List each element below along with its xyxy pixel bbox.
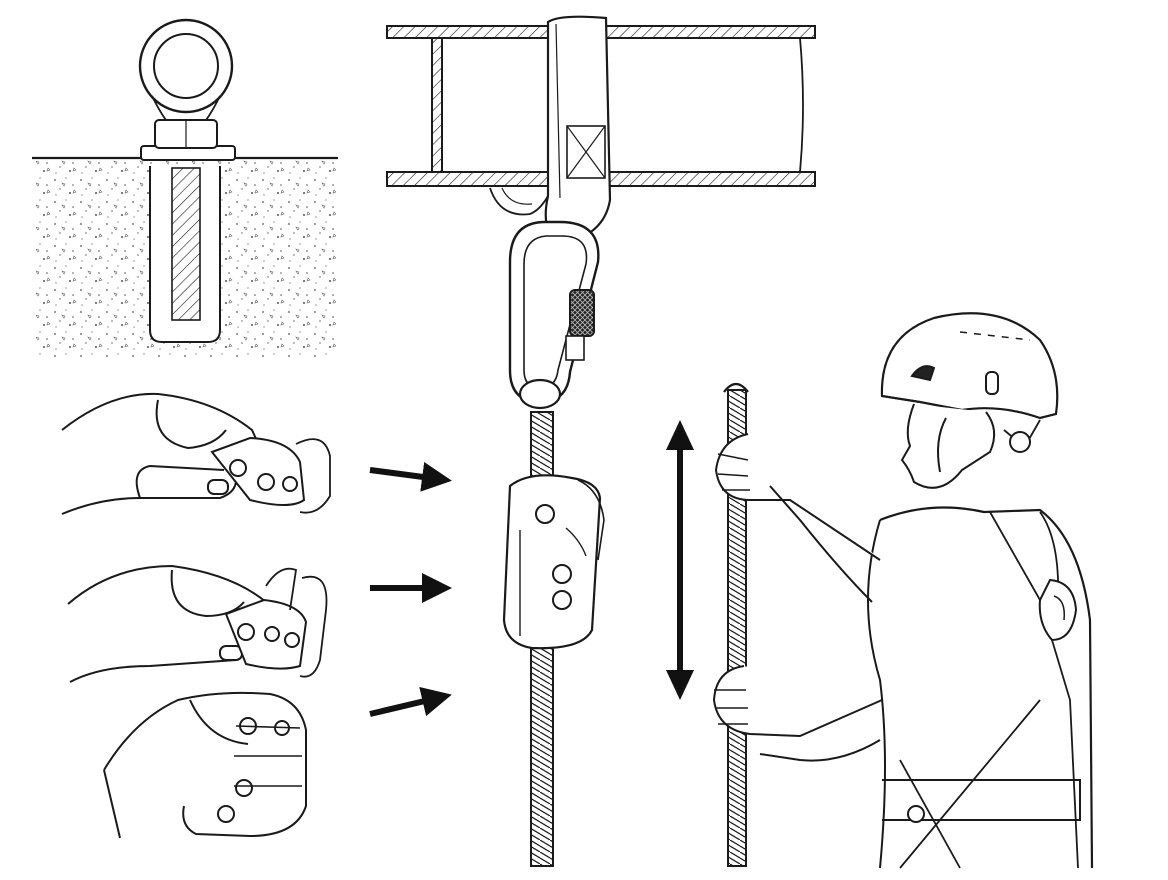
locking-oval-carabiner (508, 220, 600, 410)
anchor-eye-bolt-in-concrete (32, 18, 338, 358)
up-down-arrow (666, 420, 694, 700)
hand-operating-rope-grab-step-1 (61, 392, 331, 515)
steel-i-beam-with-webbing-sling (386, 15, 816, 246)
rope-grab-fall-arrester-on-rope (502, 411, 605, 867)
step-arrow-1 (369, 461, 452, 492)
hand-operating-rope-grab-step-2 (67, 564, 328, 683)
hand-holding-closed-rope-grab-step-3 (103, 691, 307, 839)
step-arrow-3 (369, 686, 452, 717)
step-arrows (369, 461, 452, 717)
worker-with-helmet-and-harness-holding-rope (712, 312, 1094, 869)
